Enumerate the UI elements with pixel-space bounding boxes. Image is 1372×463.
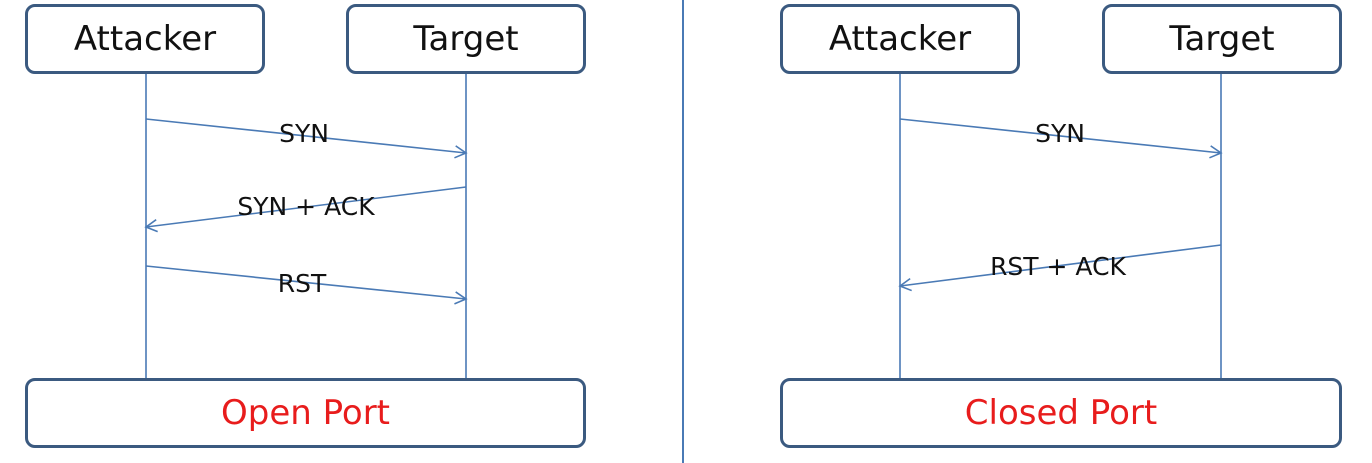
left-result-box: Open Port bbox=[25, 378, 586, 448]
right-result-box: Closed Port bbox=[780, 378, 1342, 448]
open-port-label: Open Port bbox=[220, 393, 391, 433]
left-attacker-box: Attacker bbox=[25, 4, 265, 74]
right-attacker-label: Attacker bbox=[828, 19, 972, 59]
right-target-label: Target bbox=[1169, 19, 1275, 59]
left-syn-arrow bbox=[145, 118, 468, 159]
left-rst-arrow bbox=[145, 265, 468, 305]
left-synack-arrow bbox=[144, 186, 467, 233]
left-target-label: Target bbox=[413, 19, 519, 59]
right-syn-label: SYN bbox=[1035, 119, 1085, 148]
right-syn-arrow bbox=[899, 118, 1223, 159]
closed-port-label: Closed Port bbox=[964, 393, 1158, 433]
left-target-box: Target bbox=[346, 4, 586, 74]
left-synack-label: SYN + ACK bbox=[237, 192, 375, 221]
left-attacker-label: Attacker bbox=[73, 19, 217, 59]
right-rstack-label: RST + ACK bbox=[990, 252, 1126, 281]
left-syn-label: SYN bbox=[279, 119, 329, 148]
right-rstack-arrow bbox=[898, 244, 1222, 292]
right-target-box: Target bbox=[1102, 4, 1342, 74]
left-rst-label: RST bbox=[278, 269, 327, 298]
right-attacker-box: Attacker bbox=[780, 4, 1020, 74]
